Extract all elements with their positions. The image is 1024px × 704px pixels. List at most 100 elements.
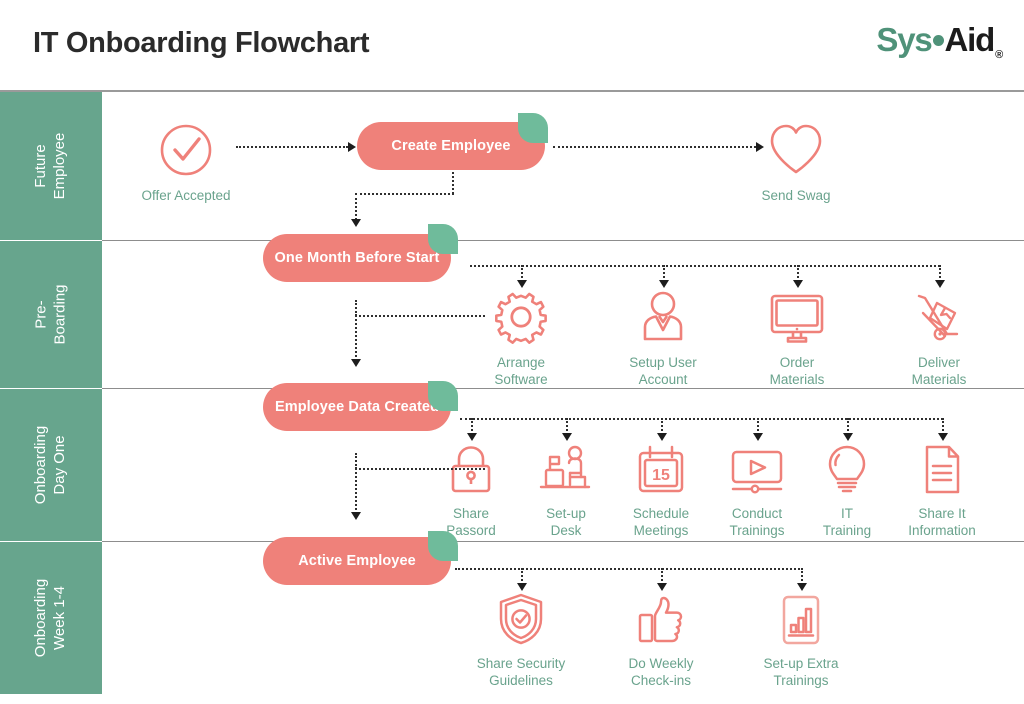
lane-band bbox=[0, 542, 102, 694]
node-weekly-checkins[interactable]: Do Weekly Check-ins bbox=[601, 590, 721, 690]
connector-to-employee-data bbox=[355, 315, 357, 361]
node-label: Share Security Guidelines bbox=[476, 656, 566, 689]
node-setup-desk[interactable]: Set-up Desk bbox=[506, 440, 626, 540]
connector-create-down bbox=[452, 172, 454, 194]
arrowhead-down bbox=[517, 583, 527, 591]
node-label: Order Materials bbox=[769, 355, 825, 388]
lane-band bbox=[0, 241, 102, 388]
branch-extra-trainings bbox=[801, 568, 803, 585]
leaf-accent-create-employee bbox=[518, 113, 548, 143]
lane-divider-2 bbox=[102, 388, 1024, 389]
node-label: Arrange Software bbox=[494, 355, 548, 388]
connector-offer-to-create bbox=[236, 146, 348, 148]
page-header: IT Onboarding Flowchart Sys Aid® bbox=[0, 0, 1024, 91]
connector-empdata-down bbox=[355, 453, 357, 469]
lane-label-future-employee: Future Employee bbox=[32, 132, 68, 200]
node-label: Setup User Account bbox=[629, 355, 697, 388]
node-label: IT Training bbox=[822, 506, 872, 539]
arrowhead-down bbox=[935, 280, 945, 288]
arrowhead-right bbox=[348, 142, 356, 152]
node-arrange-software[interactable]: Arrange Software bbox=[461, 289, 581, 389]
monitor-icon bbox=[737, 289, 857, 345]
arrowhead-down bbox=[351, 219, 361, 227]
pill-one-month-before-start[interactable]: One Month Before Start bbox=[263, 234, 451, 282]
connector-week-bus bbox=[455, 568, 803, 570]
node-schedule-meetings[interactable]: 15 Schedule Meetings bbox=[601, 440, 721, 540]
node-label: Offer Accepted bbox=[141, 188, 231, 203]
branch-order-materials bbox=[797, 265, 799, 282]
node-label: Deliver Materials bbox=[911, 355, 967, 388]
page-title: IT Onboarding Flowchart bbox=[33, 27, 370, 59]
node-deliver-materials[interactable]: Deliver Materials bbox=[879, 289, 999, 389]
node-it-training[interactable]: IT Training bbox=[787, 440, 907, 540]
node-offer-accepted[interactable]: Offer Accepted bbox=[126, 116, 246, 204]
calendar-day-number: 15 bbox=[652, 467, 670, 484]
branch-deliver-materials bbox=[939, 265, 941, 282]
node-conduct-trainings[interactable]: Conduct Trainings bbox=[697, 440, 817, 540]
bar-chart-icon bbox=[741, 590, 861, 646]
pill-employee-data-created[interactable]: Employee Data Created bbox=[263, 383, 451, 431]
arrowhead-down bbox=[793, 280, 803, 288]
branch-it-training bbox=[847, 418, 849, 435]
lane-band bbox=[0, 389, 102, 541]
gear-icon bbox=[461, 289, 581, 345]
arrowhead-down bbox=[517, 280, 527, 288]
logo-text-aid: Aid bbox=[944, 20, 996, 58]
lightbulb-icon bbox=[787, 440, 907, 496]
node-label: Send Swag bbox=[761, 188, 831, 203]
lane-onboarding-week: Onboarding Week 1-4 bbox=[0, 542, 1024, 694]
lock-icon bbox=[411, 440, 531, 496]
node-label: Set-up Desk bbox=[546, 506, 586, 539]
logo-dot-icon bbox=[932, 34, 944, 46]
heart-icon bbox=[736, 116, 856, 178]
branch-setup-user bbox=[663, 265, 665, 282]
leaf-accent-one-month bbox=[428, 224, 458, 254]
video-player-icon bbox=[697, 440, 817, 496]
calendar-icon: 15 bbox=[601, 440, 721, 496]
node-share-security-guidelines[interactable]: Share Security Guidelines bbox=[461, 590, 581, 690]
arrowhead-down bbox=[938, 433, 948, 441]
pill-create-employee[interactable]: Create Employee bbox=[357, 122, 545, 170]
branch-schedule-meetings bbox=[661, 418, 663, 435]
branch-share-security bbox=[521, 568, 523, 585]
arrowhead-down bbox=[797, 583, 807, 591]
connector-preboarding-bus bbox=[470, 265, 940, 267]
node-label: Share It Information bbox=[908, 506, 976, 539]
lane-onboarding-day-one: Onboarding Day One bbox=[0, 389, 1024, 541]
branch-conduct-trainings bbox=[757, 418, 759, 435]
connector-create-to-swag bbox=[553, 146, 756, 148]
registered-mark: ® bbox=[995, 49, 1003, 62]
node-share-it-information[interactable]: Share It Information bbox=[882, 440, 1002, 540]
desk-person-icon bbox=[506, 440, 626, 496]
branch-share-password bbox=[471, 418, 473, 435]
connector-onemonth-down bbox=[355, 300, 357, 316]
arrowhead-down bbox=[843, 433, 853, 441]
node-share-password[interactable]: Share Passord bbox=[411, 440, 531, 540]
lane-band bbox=[0, 92, 102, 240]
node-label: Set-up Extra Trainings bbox=[763, 656, 839, 689]
lane-label-onboarding-day-one: Onboarding Day One bbox=[32, 425, 68, 505]
node-setup-user-account[interactable]: Setup User Account bbox=[603, 289, 723, 389]
lane-future-employee: Future Employee bbox=[0, 92, 1024, 240]
lane-pre-boarding: Pre- Boarding bbox=[0, 241, 1024, 388]
leaf-accent-active-employee bbox=[428, 531, 458, 561]
node-label: Share Passord bbox=[446, 506, 496, 539]
header-divider bbox=[0, 90, 1024, 92]
arrowhead-down bbox=[659, 280, 669, 288]
connector-create-left bbox=[355, 193, 454, 195]
pill-active-employee[interactable]: Active Employee bbox=[263, 537, 451, 585]
hand-truck-icon bbox=[879, 289, 999, 345]
lane-divider-3 bbox=[102, 541, 1024, 542]
branch-arrange-software bbox=[521, 265, 523, 282]
branch-share-it-info bbox=[942, 418, 944, 435]
logo-text-sys: Sys bbox=[876, 20, 932, 58]
connector-empdata-left bbox=[355, 468, 485, 470]
arrowhead-down bbox=[657, 583, 667, 591]
node-extra-trainings[interactable]: Set-up Extra Trainings bbox=[741, 590, 861, 690]
node-label: Do Weekly Check-ins bbox=[628, 656, 694, 689]
node-order-materials[interactable]: Order Materials bbox=[737, 289, 857, 389]
node-send-swag[interactable]: Send Swag bbox=[736, 116, 856, 204]
user-icon bbox=[603, 289, 723, 345]
branch-setup-desk bbox=[566, 418, 568, 435]
arrowhead-down bbox=[467, 433, 477, 441]
